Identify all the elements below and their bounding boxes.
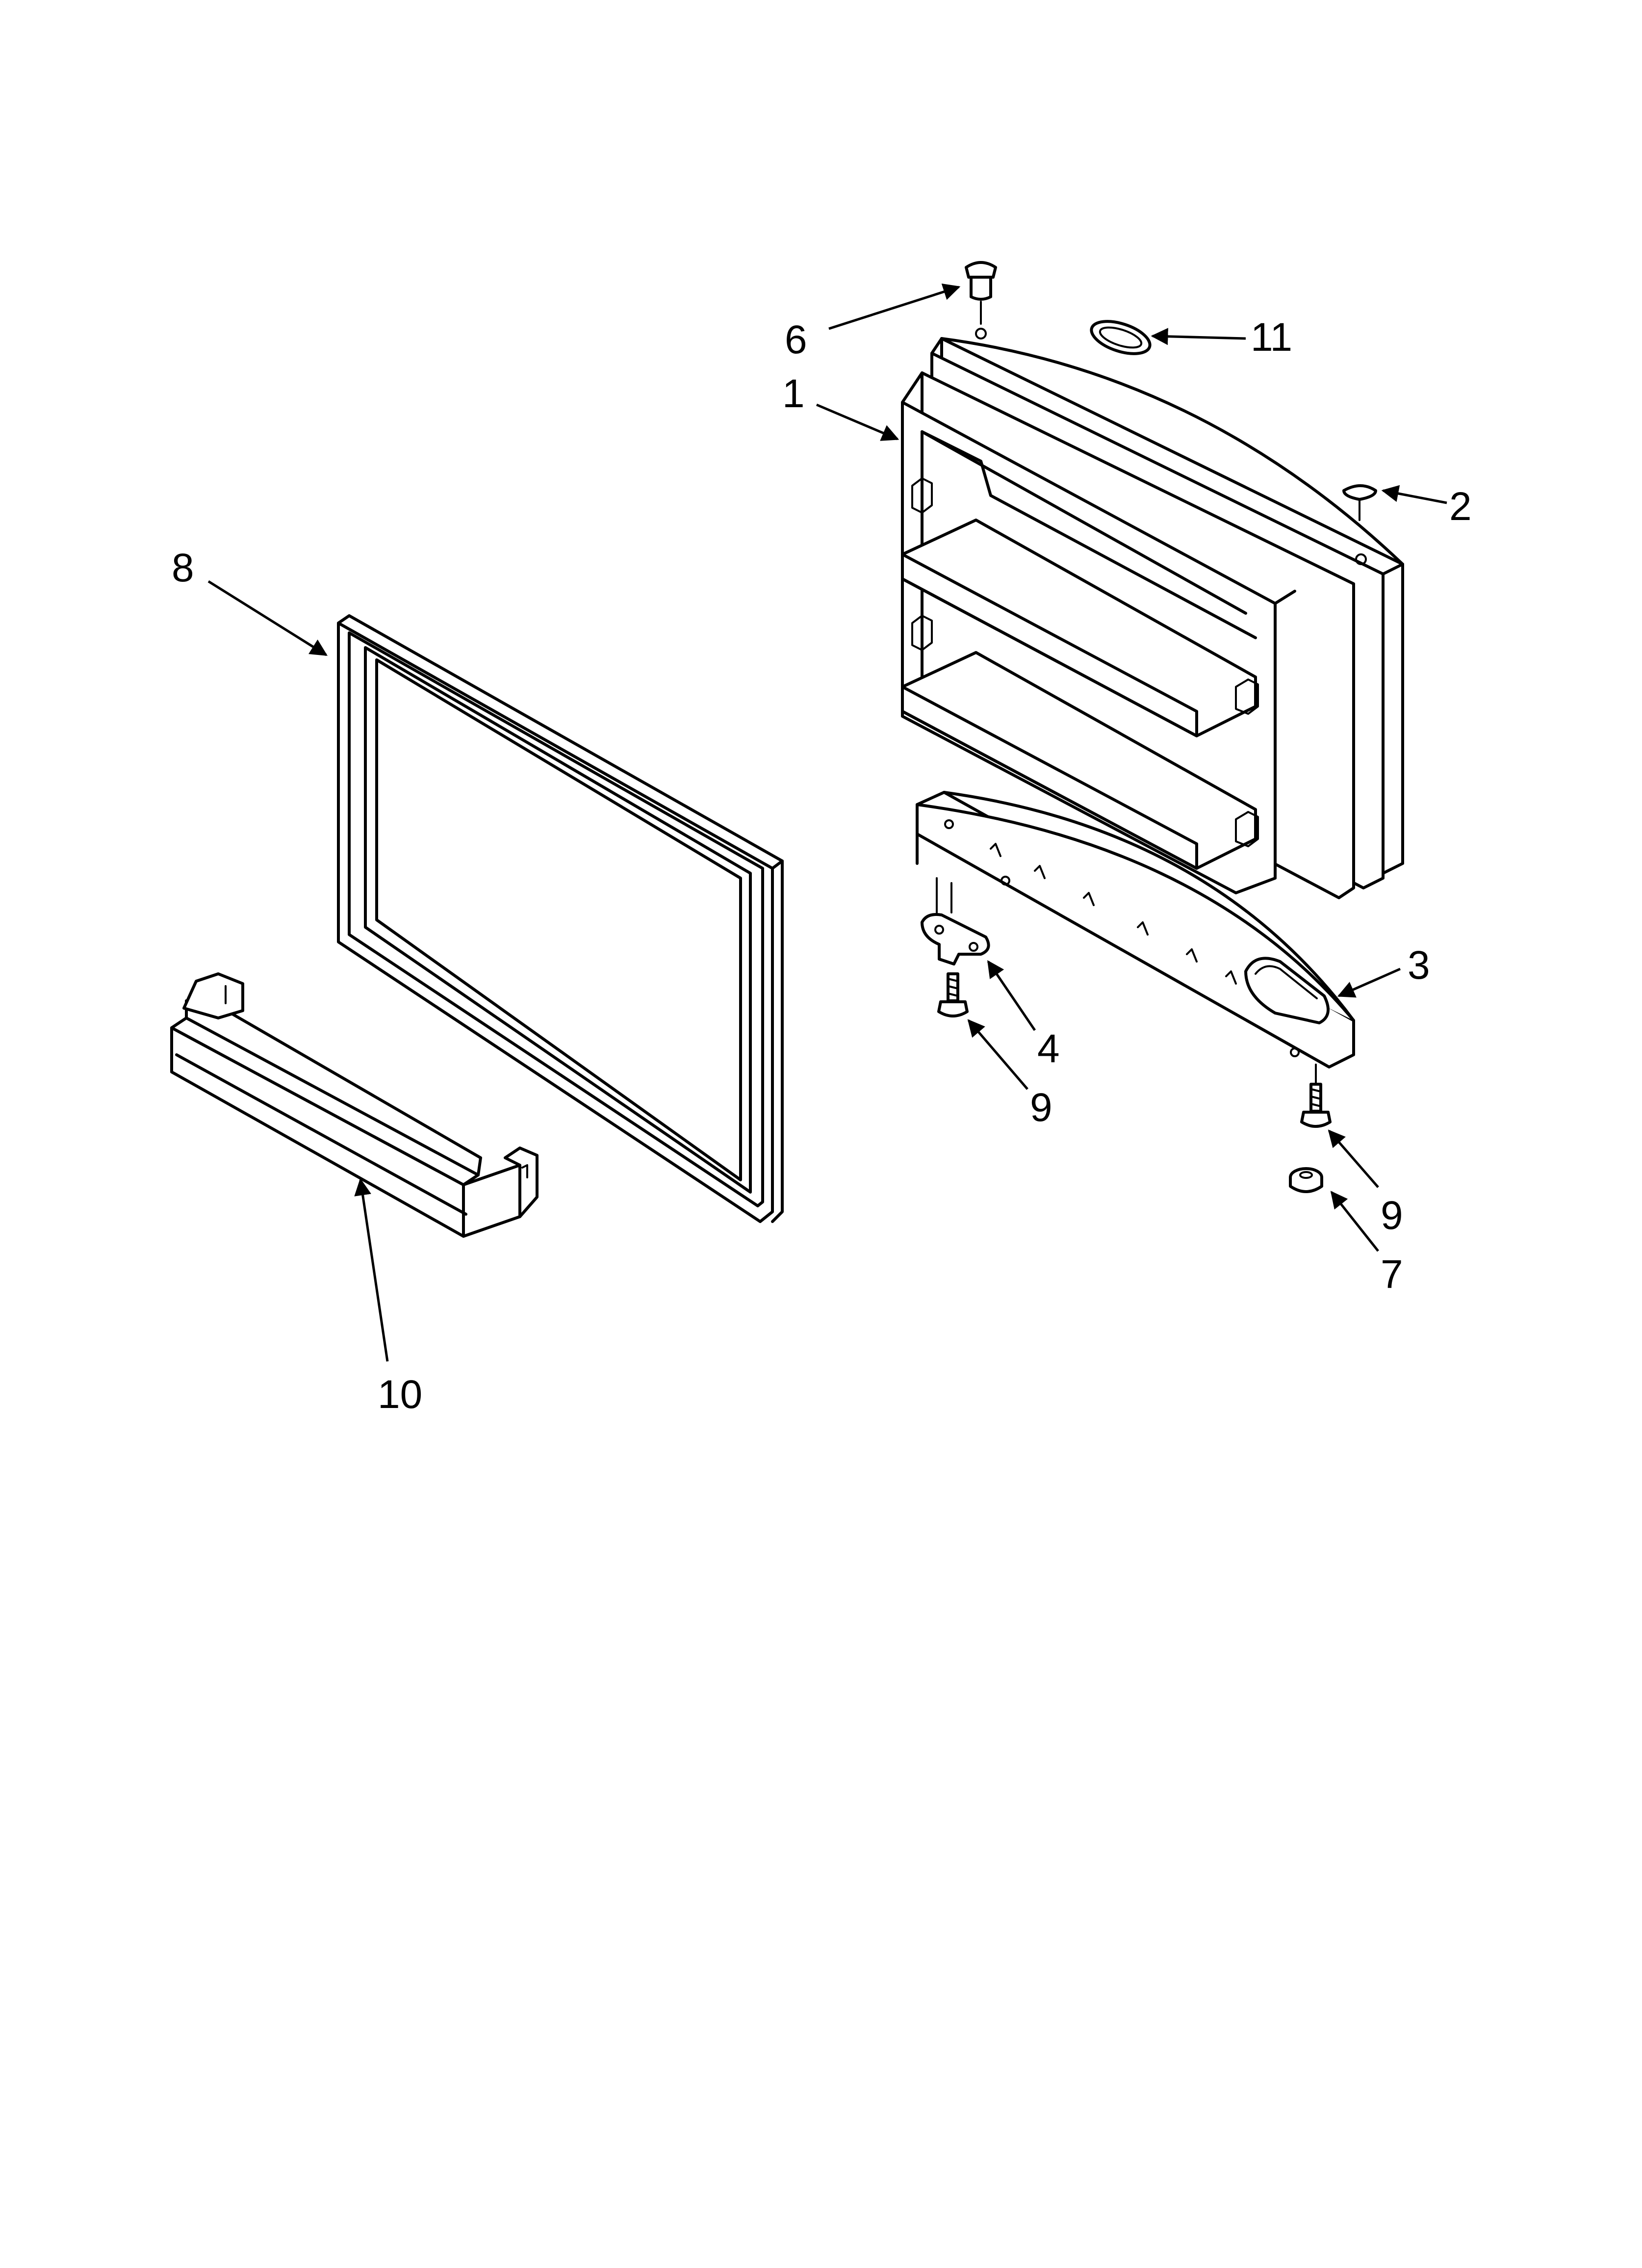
part-hinge-bracket [921, 877, 990, 965]
callout-10: 10 [378, 1372, 422, 1417]
leader-11 [1151, 328, 1246, 345]
part-handle-trim [916, 791, 1355, 1069]
leader-1 [816, 403, 899, 441]
callout-4: 4 [1037, 1026, 1060, 1071]
leader-9a [967, 1019, 1028, 1090]
leader-4 [987, 960, 1036, 1031]
part-hinge-pin [965, 261, 997, 325]
leader-8 [207, 580, 328, 656]
callout-7: 7 [1381, 1252, 1403, 1297]
part-screw-left [937, 972, 969, 1017]
part-door-liner [901, 328, 1404, 899]
callout-9-right: 9 [1381, 1193, 1403, 1238]
leader-2 [1381, 485, 1447, 504]
callout-labels: 1 2 3 4 6 7 8 9 9 10 11 [172, 315, 1472, 1417]
leader-9b [1328, 1129, 1379, 1188]
part-door-gasket [337, 614, 784, 1223]
part-nut [1289, 1167, 1323, 1193]
callout-1: 1 [782, 371, 805, 416]
part-plug-button [1342, 484, 1377, 521]
leader-10 [354, 1178, 389, 1362]
leader-7 [1330, 1191, 1379, 1252]
callout-11: 11 [1251, 315, 1292, 360]
part-washer [1090, 320, 1152, 355]
callout-2: 2 [1449, 484, 1472, 529]
leader-3 [1337, 967, 1401, 998]
callout-9-left: 9 [1030, 1085, 1052, 1130]
part-door-bin [170, 972, 539, 1238]
leader-6 [828, 283, 961, 330]
callout-8: 8 [172, 546, 194, 590]
part-screw-right [1300, 1064, 1332, 1128]
callout-3: 3 [1408, 943, 1430, 988]
leader-lines [207, 283, 1447, 1362]
callout-6: 6 [785, 317, 807, 362]
